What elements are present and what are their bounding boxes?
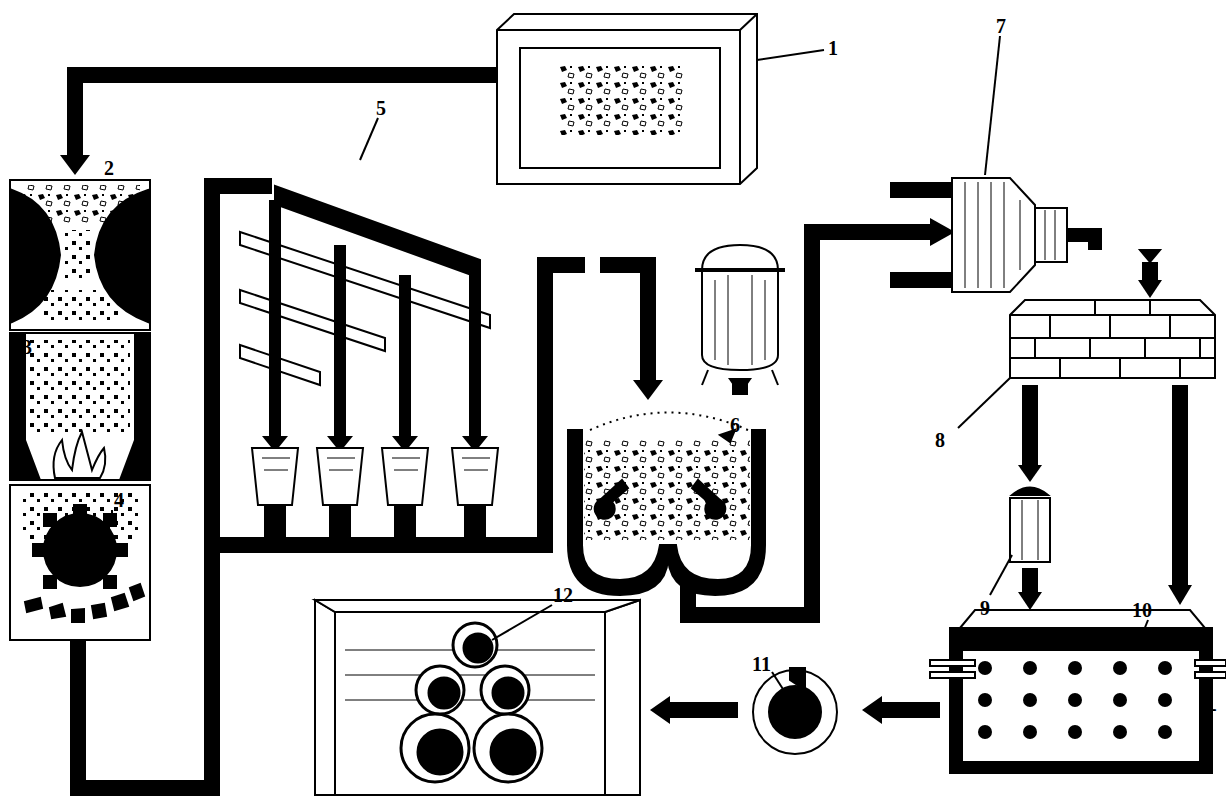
callout-number: 1	[828, 38, 838, 58]
product-box	[315, 600, 640, 795]
converter	[952, 36, 1160, 292]
callout-number: 5	[376, 98, 386, 118]
ore-bin	[497, 14, 824, 184]
callout-number: -	[1210, 698, 1217, 718]
callout-number: 12	[553, 585, 573, 605]
callout-number: 8	[935, 430, 945, 450]
callout-number: 3	[22, 337, 32, 357]
callout-number: 10	[1132, 600, 1152, 620]
callout-number: 6	[730, 415, 740, 435]
cell	[252, 448, 498, 539]
flux-tank	[695, 245, 785, 385]
electrolytic-bath	[930, 610, 1226, 773]
callout-number: +	[928, 700, 939, 720]
callout-number: 11	[752, 654, 771, 674]
mill	[10, 485, 150, 640]
callout-number: 2	[104, 158, 114, 178]
callout-number: 4	[114, 490, 124, 510]
anode-casting	[958, 300, 1215, 428]
smelting-furnace	[568, 413, 765, 596]
crusher	[10, 180, 150, 330]
leader-line	[111, 510, 113, 520]
flow-line	[275, 200, 475, 440]
callout-number: 7	[996, 16, 1006, 36]
rolling-mill	[753, 668, 837, 754]
callout-number: 9	[980, 598, 990, 618]
starter-sheet	[990, 488, 1050, 596]
furnace	[10, 333, 150, 480]
